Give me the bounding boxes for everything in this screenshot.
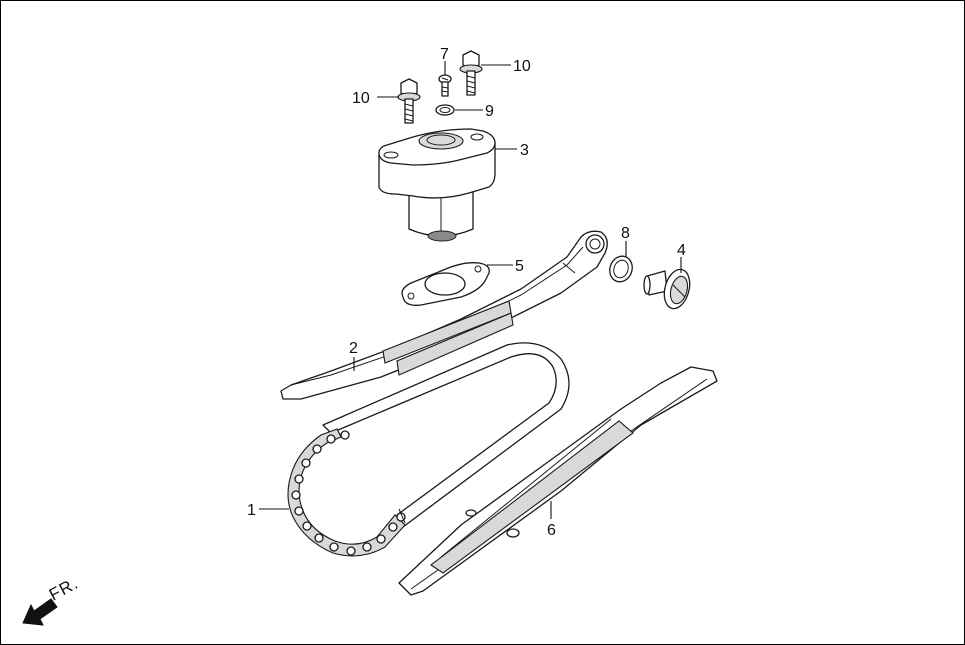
front-arrow-icon bbox=[22, 598, 58, 626]
pivot-bolt bbox=[643, 268, 691, 310]
callout-3: 3 bbox=[520, 142, 529, 159]
bolt-left bbox=[397, 78, 421, 124]
tensioner-lifter bbox=[378, 128, 496, 242]
sealing-washer bbox=[435, 104, 455, 116]
callout-6: 6 bbox=[547, 522, 556, 539]
callout-1: 1 bbox=[247, 502, 256, 519]
chain-guide bbox=[398, 366, 718, 596]
front-direction-indicator: FR. bbox=[22, 573, 82, 626]
callout-8: 8 bbox=[621, 225, 630, 242]
cam-chain bbox=[287, 342, 570, 557]
callout-9: 9 bbox=[485, 103, 494, 120]
callout-10-right: 10 bbox=[513, 58, 531, 75]
chain-tensioner-arm bbox=[280, 230, 608, 400]
lifter-gasket bbox=[401, 262, 490, 306]
front-label: FR. bbox=[46, 573, 82, 604]
leader-lines bbox=[259, 61, 682, 519]
plug-screw bbox=[438, 74, 452, 97]
callout-2: 2 bbox=[349, 340, 358, 357]
callout-labels: 1 2 3 4 5 6 7 8 9 10 10 bbox=[247, 46, 686, 539]
callout-10-left: 10 bbox=[352, 90, 370, 107]
callout-5: 5 bbox=[515, 258, 524, 275]
bolt-right bbox=[459, 50, 483, 96]
o-ring bbox=[609, 255, 633, 283]
callout-7: 7 bbox=[440, 46, 449, 63]
callout-4: 4 bbox=[677, 242, 686, 259]
